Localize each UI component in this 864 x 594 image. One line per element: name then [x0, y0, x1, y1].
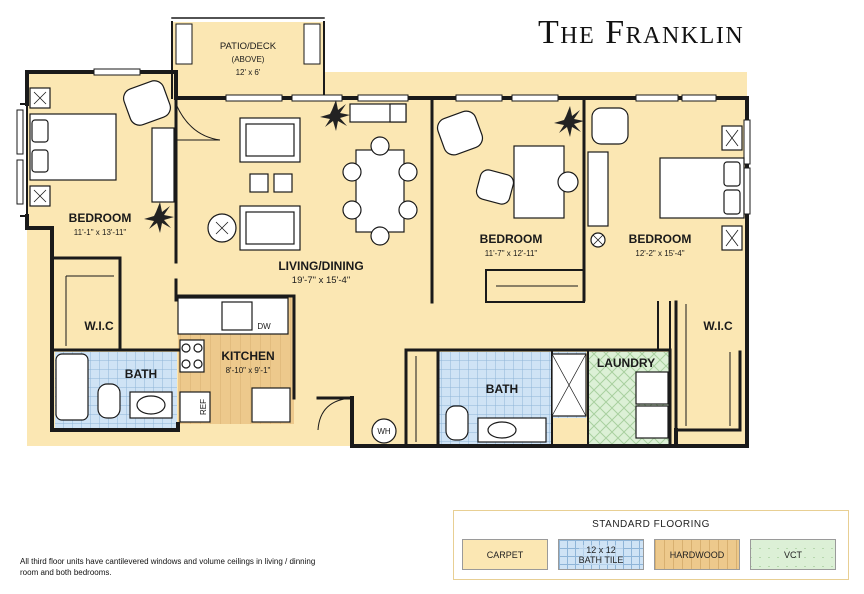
- patio-label: PATIO/DECK: [220, 41, 277, 52]
- plant-icon: [320, 100, 350, 131]
- flooring-legend: STANDARD FLOORING CARPET 12 x 12 BATH TI…: [453, 510, 849, 580]
- kitchen-dims: 8'-10" x 9'-1": [226, 366, 271, 375]
- bath-left-label: BATH: [125, 367, 157, 381]
- bath-center-label: BATH: [486, 382, 518, 396]
- floor-plan: PATIO/DECK (ABOVE) 12' x 6' BEDROOM 11'-…: [16, 17, 751, 448]
- legend-carpet-label: CARPET: [486, 549, 524, 560]
- legend-bath-tile: 12 x 12 BATH TILE: [558, 539, 644, 570]
- patio-note: (ABOVE): [232, 55, 265, 64]
- water-heater: [371, 418, 397, 444]
- doors: [175, 23, 353, 431]
- bedroom-2-dims: 11'-7" x 12'-11": [485, 249, 538, 258]
- dining-table: [355, 149, 405, 233]
- water-heater-label: WH: [377, 427, 391, 436]
- plant-icons: [144, 100, 584, 233]
- washer: [635, 371, 669, 405]
- legend-hardwood-label: HARDWOOD: [669, 549, 725, 560]
- living-label: LIVING/DINING: [278, 259, 363, 273]
- bedroom-3-dims: 12'-2" x 15'-4": [635, 249, 684, 258]
- furniture: [29, 80, 745, 444]
- kitchen-label: KITCHEN: [221, 349, 274, 363]
- legend-hardwood: HARDWOOD: [654, 539, 740, 570]
- laundry-label: LAUNDRY: [597, 356, 655, 370]
- legend-carpet: CARPET: [462, 539, 548, 570]
- bedroom-1-label: BEDROOM: [69, 211, 132, 225]
- bedroom-1-dims: 11'-1" x 13'-11": [74, 228, 127, 237]
- legend-bath-tile-label: 12 x 12 BATH TILE: [578, 544, 624, 565]
- refrigerator: [179, 391, 211, 423]
- dishwasher-label: DW: [257, 322, 271, 331]
- plant-icon: [144, 202, 174, 233]
- refrigerator-label: REF: [199, 399, 208, 415]
- footnote: All third floor units have cantilevered …: [20, 557, 316, 577]
- legend-vct-label: VCT: [784, 549, 802, 560]
- wic-right-label: W.I.C: [703, 319, 733, 333]
- dryer: [635, 405, 669, 439]
- bedroom-3-label: BEDROOM: [629, 232, 692, 246]
- legend-title: STANDARD FLOORING: [592, 519, 710, 530]
- plant-icon: [554, 106, 584, 137]
- legend-vct: VCT: [750, 539, 836, 570]
- desk: [513, 145, 565, 219]
- living-dims: 19'-7" x 15'-4": [292, 275, 350, 286]
- wic-left-label: W.I.C: [84, 319, 114, 333]
- bedroom-2-label: BEDROOM: [480, 232, 543, 246]
- plan-title: The Franklin: [538, 14, 745, 51]
- walls: [20, 17, 749, 448]
- patio-dims: 12' x 6': [236, 68, 261, 77]
